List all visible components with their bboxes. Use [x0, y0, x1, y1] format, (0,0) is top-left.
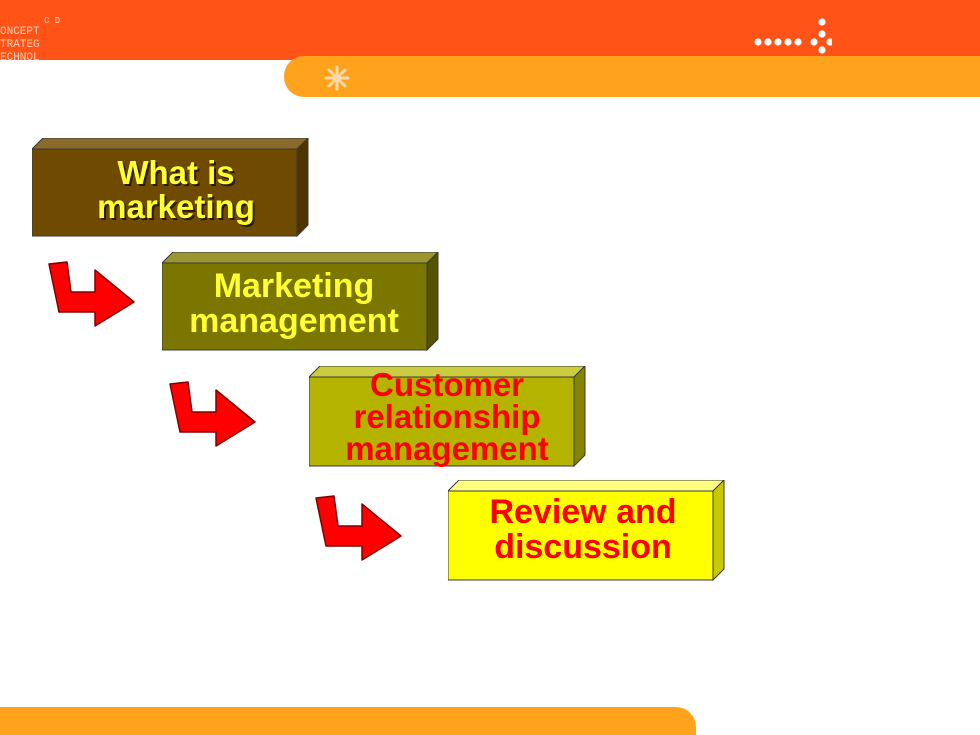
- logo-line: ONCEPT: [0, 26, 40, 38]
- step-box-shape: [32, 138, 309, 238]
- arrow-icon: [169, 381, 256, 447]
- box-front-face: [162, 262, 428, 351]
- arrow-icon: [48, 261, 135, 327]
- logo-line: TRATEG: [0, 39, 40, 51]
- box-top-face: [162, 252, 439, 264]
- logo-line: C D: [44, 16, 61, 26]
- step-label: Customer relationship management: [345, 366, 549, 467]
- header-accent-bar: [284, 56, 980, 97]
- company-logo: C D ONCEPT TRATEG ECHNOL: [0, 16, 70, 76]
- box-front-face: [448, 490, 714, 581]
- burst-icon: [324, 65, 350, 91]
- box-front-face: [32, 148, 298, 237]
- arrow-icon: [315, 495, 402, 561]
- step-label: Marketing management: [189, 267, 399, 340]
- footer-bar: [0, 707, 696, 735]
- step-box-review-and-discussion: Review and discussion: [448, 480, 728, 582]
- step-box-shape: [448, 480, 725, 582]
- step-box-marketing-management: Marketing management: [162, 252, 442, 352]
- step-label: Review and discussion: [489, 493, 677, 566]
- step-box-customer-relationship-management: Customer relationship management: [309, 366, 589, 468]
- step-label: What is marketing: [97, 154, 255, 225]
- step-box-what-is-marketing: What is marketing: [32, 138, 312, 238]
- step-box-shape: [309, 366, 586, 468]
- logo-line: ECHNOL: [0, 52, 40, 64]
- box-side-face: [426, 252, 439, 352]
- box-top-face: [448, 480, 725, 492]
- header-band: [0, 0, 980, 60]
- dots-icon: [754, 18, 832, 54]
- step-box-shape: [162, 252, 439, 352]
- box-top-face: [32, 138, 309, 150]
- box-front-face: [309, 376, 575, 467]
